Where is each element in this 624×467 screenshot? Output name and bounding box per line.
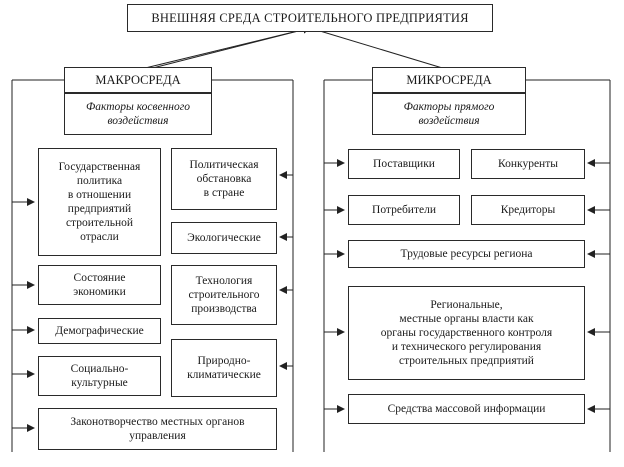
macro-right-item-technology: Технология строительного производства	[171, 265, 277, 325]
macro-right-item-climate: Природно- климатические	[171, 339, 277, 397]
micro-item-consumers: Потребители	[348, 195, 460, 225]
macro-left-item-economy: Состояние экономики	[38, 265, 161, 305]
macro-subtitle: Факторы косвенного воздействия	[64, 93, 212, 135]
micro-item-labor-resources: Трудовые ресурсы региона	[348, 240, 585, 268]
micro-header: МИКРОСРЕДА	[372, 67, 526, 93]
macro-left-item-politics: Государственная политика в отношении пре…	[38, 148, 161, 256]
title-to-macro-line	[136, 27, 311, 71]
micro-item-competitors: Конкуренты	[471, 149, 585, 179]
macro-right-item-political-situation: Политическая обстановка в стране	[171, 148, 277, 210]
micro-item-regional-authorities: Региональные, местные органы власти как …	[348, 286, 585, 380]
macro-left-item-demographic: Демографические	[38, 318, 161, 344]
micro-item-mass-media: Средства массовой информации	[348, 394, 585, 424]
macro-right-item-ecological: Экологические	[171, 222, 277, 254]
micro-item-creditors: Кредиторы	[471, 195, 585, 225]
micro-item-suppliers: Поставщики	[348, 149, 460, 179]
macro-header: МАКРОСРЕДА	[64, 67, 212, 93]
title-to-micro-line	[309, 27, 450, 71]
macro-bottom-legislation: Законотворчество местных органов управле…	[38, 408, 277, 450]
micro-subtitle: Факторы прямого воздействия	[372, 93, 526, 135]
macro-left-item-sociocultural: Социально- культурные	[38, 356, 161, 396]
diagram-title: ВНЕШНЯЯ СРЕДА СТРОИТЕЛЬНОГО ПРЕДПРИЯТИЯ	[127, 4, 493, 32]
